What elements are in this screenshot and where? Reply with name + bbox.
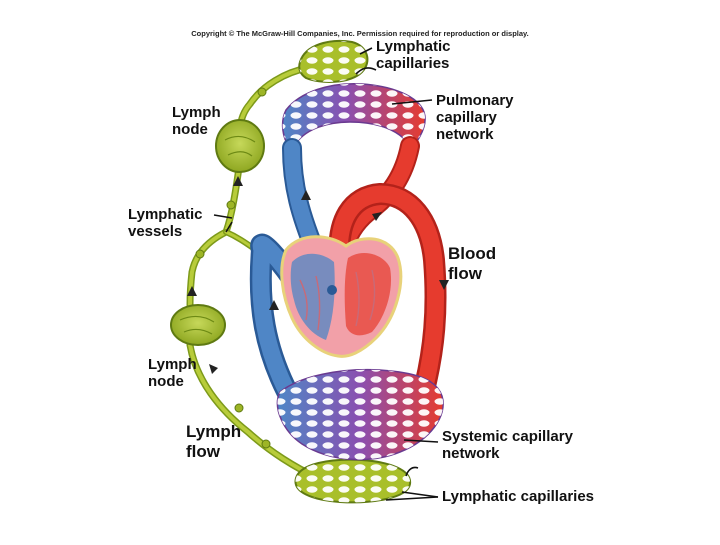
lymphatic-capillaries-bottom-shape bbox=[294, 458, 412, 504]
label-line: Lymph bbox=[186, 422, 242, 441]
label-line: flow bbox=[448, 264, 482, 283]
systemic-capillary-network-shape bbox=[276, 368, 444, 461]
right-heart-chambers bbox=[290, 253, 335, 340]
lymph-node-bottom-shape bbox=[170, 304, 226, 346]
label-lymph-node-top: Lymph node bbox=[172, 104, 221, 138]
label-line: Lymphatic bbox=[376, 38, 451, 55]
label-lymph-node-bottom: Lymph node bbox=[148, 356, 197, 390]
label-line: Lymph bbox=[172, 104, 221, 121]
label-line: Lymphatic bbox=[128, 206, 203, 223]
label-systemic-capillary-network: Systemic capillary network bbox=[442, 428, 573, 462]
label-line: Systemic capillary bbox=[442, 428, 573, 445]
lymph-node-top-shape bbox=[215, 119, 265, 173]
heart bbox=[280, 235, 403, 358]
label-line: Lymph bbox=[148, 356, 197, 373]
label-line: node bbox=[148, 373, 184, 390]
label-line: Blood bbox=[448, 244, 497, 263]
lymphatic-capillaries-top-shape bbox=[298, 39, 369, 83]
label-line: capillary bbox=[436, 109, 497, 126]
label-lymph-flow: Lymph flow bbox=[186, 422, 241, 462]
lymphatic-vessel-system bbox=[186, 64, 322, 482]
label-line: capillaries bbox=[376, 55, 450, 72]
flow-arrows bbox=[187, 176, 449, 374]
copyright-notice: Copyright © The McGraw-Hill Companies, I… bbox=[191, 29, 529, 38]
label-line: node bbox=[172, 121, 208, 138]
label-line: vessels bbox=[128, 223, 183, 240]
label-lymphatic-vessels: Lymphatic vessels bbox=[128, 206, 202, 240]
systemic-vessels bbox=[249, 182, 447, 419]
leader-lines bbox=[213, 47, 439, 501]
label-line: network bbox=[442, 445, 500, 462]
label-line: flow bbox=[186, 442, 220, 461]
label-line: Pulmonary bbox=[436, 92, 514, 109]
label-lymphatic-capillaries-bottom: Lymphatic capillaries bbox=[442, 488, 595, 505]
label-line: network bbox=[436, 126, 494, 143]
label-pulmonary-capillary-network: Pulmonary capillary network bbox=[436, 92, 514, 143]
label-blood-flow: Blood flow bbox=[448, 244, 496, 284]
label-lymphatic-capillaries-top: Lymphatic capillaries bbox=[376, 38, 450, 72]
